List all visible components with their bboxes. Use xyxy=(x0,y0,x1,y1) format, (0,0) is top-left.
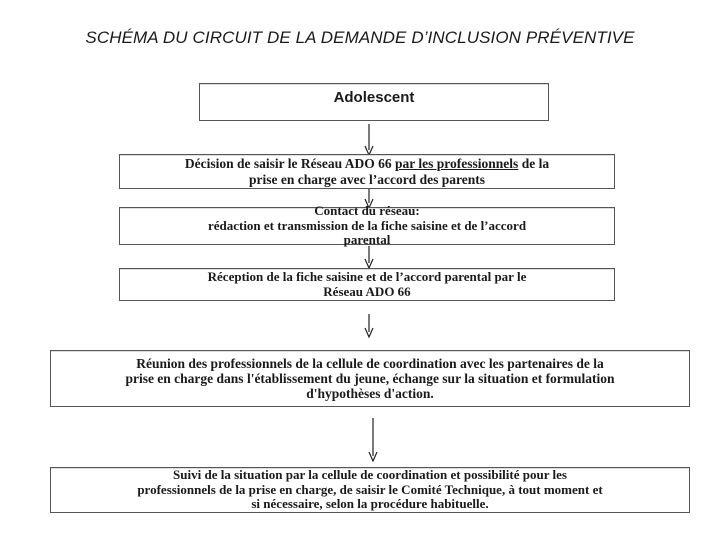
arrow-down-icon xyxy=(364,246,374,269)
box-reception-line2: Réseau ADO 66 xyxy=(323,283,411,299)
arrow-down-icon xyxy=(364,314,374,338)
box-adolescent: Adolescent xyxy=(199,83,549,121)
page-title: SCHÉMA DU CIRCUIT DE LA DEMANDE D’INCLUS… xyxy=(85,28,635,47)
box-contact: Contact du réseau: rédaction et transmis… xyxy=(119,203,615,248)
box-suivi-line2: professionnels de la prise en charge, de… xyxy=(137,481,603,497)
box-reunion-line3: d'hypothèses d'action. xyxy=(306,386,434,402)
box-decision-line2: prise en charge avec l’accord des parent… xyxy=(249,171,485,187)
box-contact-line1: Contact du réseau: xyxy=(314,203,420,219)
arrow-down-icon xyxy=(364,124,374,156)
box-suivi-line3: si nécessaire, selon la procédure habitu… xyxy=(251,496,489,512)
box-reception: Réception de la fiche saisine et de l’ac… xyxy=(119,268,615,301)
box-contact-line3: parental xyxy=(343,232,391,248)
box-suivi: Suivi de la situation par la cellule de … xyxy=(50,467,690,513)
box-decision: Décision de saisir le Réseau ADO 66 par … xyxy=(119,154,615,189)
box-decision-line1: Décision de saisir le Réseau ADO 66 par … xyxy=(184,156,550,172)
box-contact-line2: rédaction et transmission de la fiche sa… xyxy=(207,217,527,233)
arrow-down-icon xyxy=(368,418,378,462)
box-reunion-line1: Réunion des professionnels de la cellule… xyxy=(136,355,604,371)
box-adolescent-label: Adolescent xyxy=(333,89,415,106)
box-reunion: Réunion des professionnels de la cellule… xyxy=(50,350,690,407)
box-reception-line1: Réception de la fiche saisine et de l’ac… xyxy=(207,268,527,284)
box-reunion-line2: prise en charge dans l'établissement du … xyxy=(125,370,615,386)
box-suivi-line1: Suivi de la situation par la cellule de … xyxy=(173,467,567,483)
